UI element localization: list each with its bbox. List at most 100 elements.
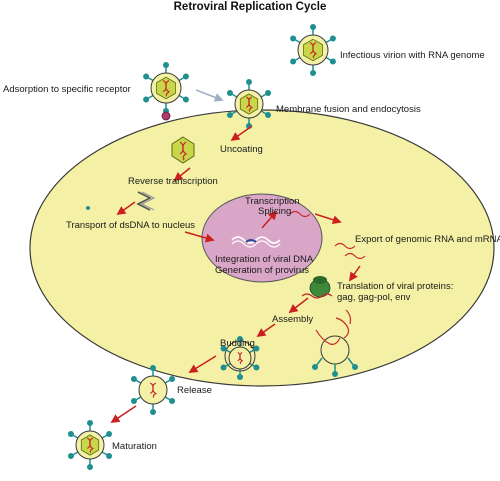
adsorbing-virion-icon (143, 62, 189, 114)
fusing-virion-icon (226, 79, 272, 129)
envelope-spike-head (253, 364, 260, 371)
integrated-dna-icon (231, 236, 281, 248)
protein-strand-1 (315, 329, 341, 345)
envelope-spike (224, 348, 231, 354)
label-export: Export of genomic RNA and mRNA (355, 234, 500, 245)
label-infectious-virion: Infectious virion with RNA genome (340, 50, 485, 61)
arrow-fusion-to-uncoating (230, 125, 253, 142)
receptor-icon (161, 111, 171, 121)
envelope-spike-head (67, 453, 74, 459)
envelope-spike-head (143, 96, 150, 103)
envelope-spike-head (106, 431, 113, 437)
envelope-spike (224, 362, 231, 368)
budding-virion-icon (220, 336, 260, 380)
envelope-spike-head (169, 376, 176, 382)
envelope-spike-head (182, 73, 189, 80)
envelope-spike-head (290, 35, 297, 42)
envelope-spike-head (87, 420, 93, 426)
envelope-spike-head (253, 345, 260, 352)
envelope-spike-head (310, 24, 316, 30)
arrow-adsorption-to-fusion (195, 89, 224, 102)
label-release: Release (177, 385, 212, 396)
envelope-spike (325, 56, 332, 62)
protein-strand-3 (345, 309, 352, 325)
envelope-spike-head (87, 464, 93, 470)
arrow-transport-to-integration (184, 231, 215, 243)
rna-genome (237, 351, 243, 362)
envelope-spike (260, 110, 267, 115)
exported-rna-1 (334, 242, 356, 250)
label-transport: Transport of dsDNA to nucleus (66, 220, 195, 231)
released-virion-icon (130, 365, 176, 415)
envelope-spike-head (143, 73, 150, 80)
infectious-virion-icon (290, 24, 336, 76)
label-provirus: Generation of provirus (215, 265, 309, 276)
ribosome-icon (301, 276, 333, 299)
arrow-budding-to-release (188, 355, 217, 373)
envelope-spike-head (237, 336, 243, 342)
envelope-spike-head (329, 58, 336, 65)
envelope-spike-head (226, 90, 233, 96)
envelope-spike-head (290, 58, 297, 65)
arrow-release-to-maturation (110, 405, 137, 423)
envelope-spike (294, 56, 301, 62)
envelope-spike-head (169, 398, 176, 404)
label-splicing: Splicing (258, 206, 291, 217)
rna-genome (149, 382, 157, 395)
envelope-spike-head (220, 345, 227, 352)
label-budding: Budding (220, 338, 255, 349)
protein-strand-2 (335, 317, 350, 339)
nuclear-pore-dot (86, 206, 90, 210)
arrow-translation-to-assembly (288, 297, 309, 314)
label-membrane-fusion: Membrane fusion and endocytosis (276, 104, 421, 115)
envelope-spike-head (237, 374, 243, 380)
assembly-bud-spikes (312, 357, 358, 377)
envelope-spike-head (310, 70, 316, 76)
mature-virion-icon (67, 420, 113, 470)
envelope-spike-head (150, 409, 156, 415)
dsdna-icon (136, 191, 156, 211)
arrow-export-to-translation (348, 265, 361, 282)
nucleus (201, 193, 323, 283)
label-maturation: Maturation (112, 441, 157, 452)
envelope-spike (260, 93, 267, 98)
envelope-spike-head (130, 398, 137, 404)
rna-genome (86, 437, 94, 450)
envelope-spike (249, 348, 256, 354)
label-adsorption: Adsorption to specific receptor (3, 84, 131, 95)
rna-genome (245, 96, 253, 109)
label-assembly: Assembly (272, 314, 313, 325)
envelope-spike-head (106, 453, 113, 459)
envelope-spike-head (265, 112, 272, 118)
envelope-spike-head (226, 112, 233, 118)
envelope-spike (294, 38, 301, 44)
envelope-spike-head (67, 431, 74, 437)
envelope-spike-head (246, 79, 252, 85)
arrow-rt-to-transport (116, 201, 136, 216)
envelope-spike-head (150, 365, 156, 371)
diagram-title: Retroviral Replication Cycle (174, 1, 327, 13)
uncoating-capsid-icon (171, 136, 195, 164)
arrow-uncoating-to-rt (173, 167, 191, 182)
envelope-spike-head (265, 90, 272, 96)
envelope-spike-head (329, 35, 336, 42)
arrow-integration-to-transcription (261, 210, 278, 229)
envelope-spike-head (220, 364, 227, 371)
envelope-spike-head (163, 62, 169, 68)
label-reverse-transcription: Reverse transcription (128, 176, 218, 187)
label-translation-1: Translation of viral proteins: (337, 281, 453, 292)
envelope-spike-head (182, 96, 189, 103)
nuclear-rna-icon (289, 210, 311, 218)
arrow-to-export (314, 213, 342, 225)
envelope-spike-head (130, 376, 137, 382)
label-translation-2: gag, gag-pol, env (337, 292, 411, 303)
rna-genome (309, 41, 317, 55)
envelope-spike (325, 38, 332, 44)
arrow-assembly-to-budding (256, 323, 276, 338)
label-uncoating: Uncoating (220, 144, 263, 155)
label-transcription: Transcription (245, 196, 300, 207)
label-integration: Integration of viral DNA (215, 254, 314, 265)
envelope-spike (249, 362, 256, 368)
